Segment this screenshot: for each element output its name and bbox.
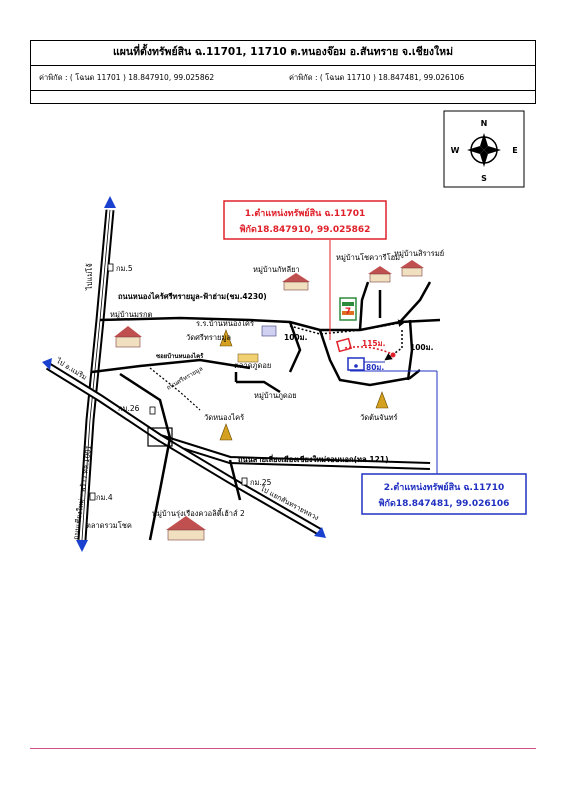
coordinates-row: ค่าพิกัด : ( โฉนด 11701 ) 18.847910, 99.… bbox=[31, 66, 535, 91]
temple-icon bbox=[375, 391, 389, 409]
page-title: แผนที่ตั้งทรัพย์สิน ฉ.11701, 11710 ต.หนอ… bbox=[31, 41, 535, 66]
house-icon bbox=[400, 260, 424, 277]
km-marker-icon bbox=[241, 477, 248, 486]
label-wat-srisai: วัดศรีทรายมูล bbox=[186, 333, 231, 342]
label-road-4230: ถนนหนองไคร้ศรีทรายมูล-ฟ้าฮ่าม(ชม.4230) bbox=[118, 291, 267, 302]
label-market-kudoi: ตลาดภูดอย bbox=[234, 361, 271, 370]
label-km25: กม.25 bbox=[250, 478, 272, 487]
temple-icon bbox=[219, 329, 233, 347]
school-icon bbox=[261, 325, 277, 337]
callout-property-2: 2.ตำแหน่งทรัพย์สิน ฉ.11710 พิกัด18.84748… bbox=[361, 473, 527, 515]
house-icon bbox=[282, 273, 310, 291]
callout-2-title: 2.ตำแหน่งทรัพย์สิน ฉ.11710 bbox=[384, 481, 504, 493]
highway-1001 bbox=[76, 196, 116, 552]
compass-rose-icon: N S E W bbox=[443, 110, 525, 188]
label-mb-kanthalia: หมู่บ้านกัทลียา bbox=[253, 265, 300, 274]
seven-eleven-icon: 7 bbox=[339, 297, 357, 321]
callout-2-coords: พิกัด18.847481, 99.026106 bbox=[379, 498, 510, 509]
label-mb-mork: หมู่บ้านมรกต bbox=[110, 310, 153, 319]
property-2-marker bbox=[347, 357, 385, 371]
compass-e: E bbox=[512, 146, 517, 155]
compass-n: N bbox=[481, 119, 488, 128]
label-wat-nongkrai: วัดหนองไคร้ bbox=[204, 413, 244, 422]
coordinates-deed-11710: ค่าพิกัด : ( โฉนด 11710 ) 18.847481, 99.… bbox=[289, 73, 465, 82]
label-dist-100b: 100ม. bbox=[410, 343, 434, 352]
temple-icon bbox=[219, 423, 233, 441]
km-marker-icon bbox=[107, 263, 114, 272]
house-icon bbox=[114, 326, 142, 348]
label-to-mae-jo: ไปแม่โจ้ bbox=[85, 263, 94, 291]
label-soi-nongkrai: ซอยบ้านหนองไคร้ bbox=[156, 352, 204, 360]
market-icon bbox=[237, 353, 259, 363]
compass-w: W bbox=[451, 146, 460, 155]
label-school: ร.ร.บ้านหนองไคร้ bbox=[196, 319, 254, 328]
callout-1-title: 1.ตำแหน่งทรัพย์สิน ฉ.11701 bbox=[245, 207, 365, 219]
header-box: แผนที่ตั้งทรัพย์สิน ฉ.11701, 11710 ต.หนอ… bbox=[30, 40, 536, 104]
label-dist-80: 80ม. bbox=[366, 363, 384, 372]
label-dist-100a: 100ม. bbox=[284, 333, 308, 342]
callout-1-coords: พิกัด18.847910, 99.025862 bbox=[240, 224, 371, 235]
label-hwy-121: ถนนสายเลี่ยงเมืองเชียงใหม่รอบนอก(ทล.121) bbox=[238, 453, 389, 464]
footer-divider bbox=[30, 748, 536, 749]
label-mb-chokwari: หมู่บ้านโชควารีโฮม bbox=[336, 253, 400, 262]
label-km5: กม.5 bbox=[116, 264, 133, 273]
coordinates-deed-11701: ค่าพิกัด : ( โฉนด 11701 ) 18.847910, 99.… bbox=[39, 73, 215, 82]
compass-s: S bbox=[481, 174, 487, 183]
ring-road-121 bbox=[42, 358, 431, 538]
km-marker-icon bbox=[89, 492, 96, 501]
seven-eleven-label: 7 bbox=[345, 307, 351, 317]
local-roads bbox=[91, 281, 441, 541]
route-arrows bbox=[149, 319, 406, 411]
label-mb-rungrueang: หมู่บ้านรุ่งเรืองควอลิตี้เฮ้าส์ 2 bbox=[152, 508, 245, 518]
house-icon bbox=[368, 266, 392, 283]
label-wat-tonchan: วัดต้นจันทร์ bbox=[360, 413, 398, 422]
label-km4: กม.4 bbox=[96, 493, 113, 502]
label-mb-siram: หมู่บ้านสิรารมย์ bbox=[394, 249, 444, 258]
label-market-ruamchok: ตลาดรวมโชค bbox=[86, 521, 132, 530]
label-dist-115: 115ม. bbox=[362, 339, 386, 348]
label-mb-kudoi: หมู่บ้านภูดอย bbox=[254, 391, 297, 400]
km-marker-icon bbox=[149, 406, 156, 415]
callout-property-1: 1.ตำแหน่งทรัพย์สิน ฉ.11701 พิกัด18.84791… bbox=[223, 200, 387, 240]
label-km26: กม.26 bbox=[118, 404, 140, 413]
property-1-marker bbox=[335, 337, 396, 358]
house-icon bbox=[166, 516, 206, 541]
label-road-sritrai: ถนนศรีทรายมูล bbox=[165, 364, 204, 391]
